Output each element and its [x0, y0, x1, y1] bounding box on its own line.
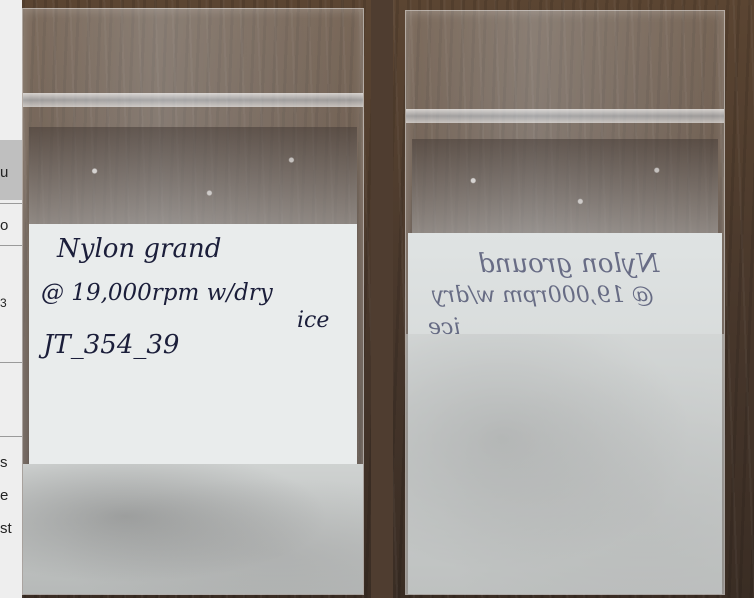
document-fragment: 3 [0, 296, 7, 310]
label-text: ice [297, 308, 330, 333]
label-text: JT_354_39 [43, 330, 180, 360]
document-fragment: u [0, 164, 9, 181]
background-document: u o 3 s e st [0, 0, 22, 598]
ground-nylon-powder [23, 464, 363, 594]
photo-front-of-bag: Nylon grand @ 19,000rpm w/dry ice JT_354… [22, 0, 371, 598]
document-header-band [0, 140, 22, 200]
ground-nylon-powder [406, 334, 724, 594]
document-rule [0, 436, 22, 437]
zip-seal [23, 93, 363, 107]
photo-back-of-bag: Nylon ground @ 19,000rpm w/dry ice [393, 0, 754, 598]
document-fragment: e [0, 487, 9, 504]
mirrored-label-text: Nylon ground [478, 249, 660, 279]
mirrored-label-text: @ 19,000rpm w/dry [432, 283, 654, 308]
powder-residue-top [29, 127, 357, 237]
powder-residue-top [412, 139, 718, 243]
photo-divider [371, 0, 393, 598]
plastic-bag: Nylon ground @ 19,000rpm w/dry ice [405, 10, 725, 595]
label-text: Nylon grand [57, 234, 222, 264]
bag-label: Nylon grand @ 19,000rpm w/dry ice JT_354… [29, 224, 357, 464]
zip-seal [406, 109, 724, 123]
plastic-bag: Nylon grand @ 19,000rpm w/dry ice JT_354… [22, 8, 364, 595]
label-text: @ 19,000rpm w/dry [41, 280, 273, 306]
document-fragment: s [0, 454, 8, 471]
document-fragment: st [0, 520, 12, 537]
document-fragment: o [0, 217, 9, 234]
document-rule [0, 203, 22, 204]
document-rule [0, 362, 22, 363]
document-rule [0, 245, 22, 246]
